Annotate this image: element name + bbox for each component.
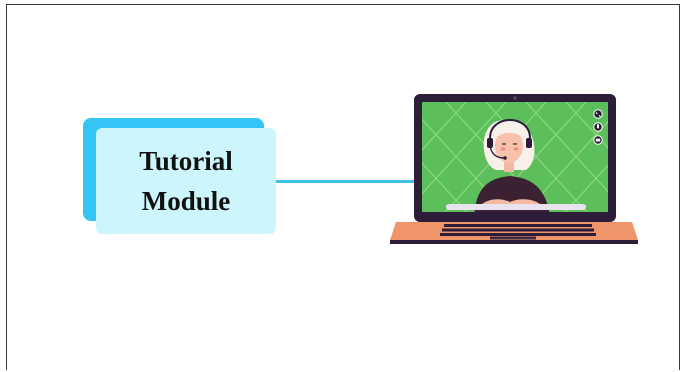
connector-line	[276, 180, 415, 183]
presenter-figure	[446, 118, 586, 212]
laptop-screen	[422, 102, 608, 212]
module-card-line-2: Module	[141, 186, 231, 216]
module-card-line-1: Tutorial	[139, 145, 233, 176]
webcam	[513, 96, 517, 100]
camera-icon	[593, 135, 603, 145]
phone-icon	[593, 109, 603, 119]
laptop-base-edge	[390, 240, 638, 244]
call-controls	[593, 109, 603, 145]
microphone-icon	[593, 122, 603, 132]
keyboard	[440, 224, 596, 236]
tutorial-module-card: Tutorial Module	[96, 128, 276, 234]
laptop-video-call-illustration	[390, 94, 638, 244]
trackpad	[490, 236, 536, 240]
